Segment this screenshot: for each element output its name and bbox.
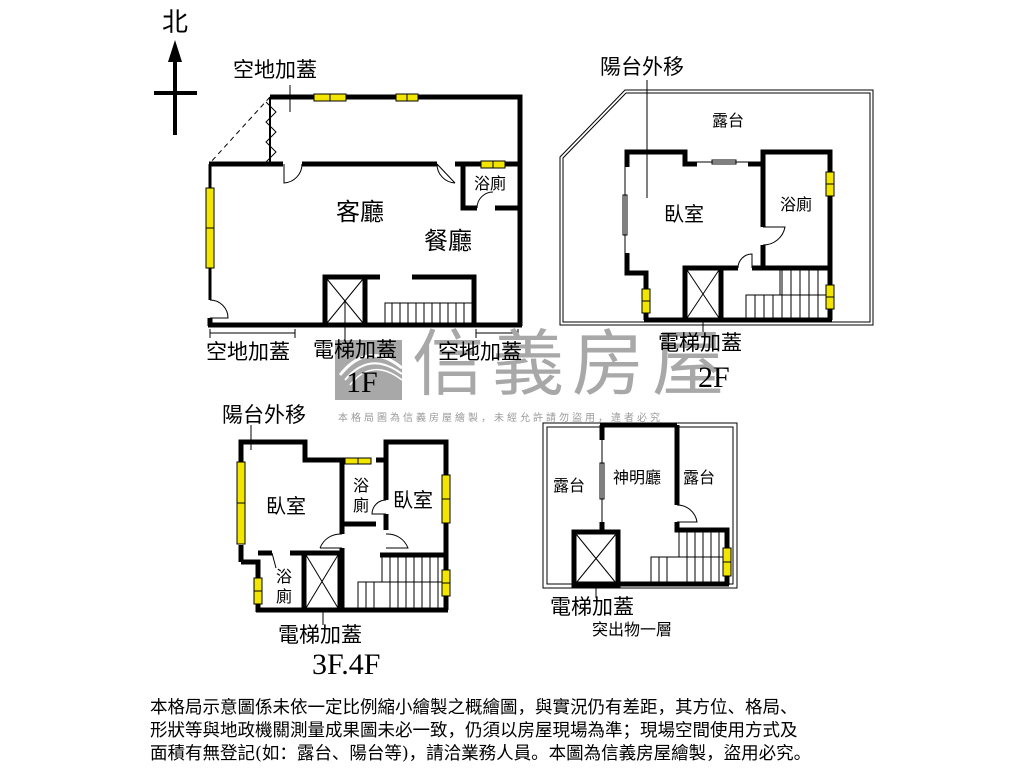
north-label: 北 xyxy=(162,8,189,38)
annotation-2f-elevator-addition: 電梯加蓋 xyxy=(658,331,742,355)
annotation-3f4f-elevator-addition: 電梯加蓋 xyxy=(278,623,362,647)
disclaimer-line-2: 形狀等與地政機關測量成果圖未必一致，仍須以房屋現場為準；現場空間使用方式及 xyxy=(150,721,798,741)
room-3f4f-bath-lower: 浴廁 xyxy=(276,567,293,606)
annotation-3f4f-balcony-moved: 陽台外移 xyxy=(222,403,306,427)
room-dining: 餐廳 xyxy=(424,227,472,255)
room-roof-terrace-left: 露台 xyxy=(553,476,586,495)
floor-label-2f: 2F xyxy=(698,361,730,394)
room-2f-bath: 浴廁 xyxy=(780,195,813,214)
room-roof-shrine: 神明廳 xyxy=(613,468,662,487)
annotation-2f-balcony-moved: 陽台外移 xyxy=(600,55,684,79)
floor-label-1f: 1F xyxy=(346,366,378,399)
floor-label-3f4f: 3F.4F xyxy=(312,648,381,681)
room-living: 客廳 xyxy=(336,198,384,226)
disclaimer-text: 本格局示意圖係未依一定比例縮小繪製之概繪圖，與實況仍有差距，其方位、格局、 形狀… xyxy=(150,697,890,766)
room-3f4f-bedroom-right: 臥室 xyxy=(393,488,433,512)
windows-2f xyxy=(641,171,835,314)
room-3f4f-bath-center: 浴廁 xyxy=(353,476,370,515)
windows-roof xyxy=(722,547,732,577)
disclaimer-line-3: 面積有無登記(如：露台、陽台等)，請洽業務人員。本圖為信義房屋繪製，盜用必究。 xyxy=(150,744,812,764)
watermark-notice: 本格局圖為信義房屋繪製，未經允許請勿盜用，違者必究 xyxy=(338,413,663,424)
brand-logo-icon xyxy=(335,340,403,400)
room-roof-terrace-right: 露台 xyxy=(683,468,716,487)
annotation-1f-bottom-right-addition: 空地加蓋 xyxy=(438,340,522,364)
annotation-1f-elevator-addition: 電梯加蓋 xyxy=(313,338,397,362)
room-1f-bath: 浴廁 xyxy=(474,174,507,193)
plan-roof xyxy=(542,422,738,598)
annotation-1f-bottom-left-addition: 空地加蓋 xyxy=(206,340,290,364)
floor-label-roof: 突出物一層 xyxy=(592,620,673,639)
north-arrow-icon xyxy=(154,40,197,135)
room-3f4f-bedroom-left: 臥室 xyxy=(266,494,306,518)
plan-3f4f xyxy=(238,425,449,625)
annotation-roof-elevator-addition: 電梯加蓋 xyxy=(550,595,634,619)
room-2f-bedroom: 臥室 xyxy=(664,202,704,226)
plan-1f xyxy=(207,85,523,340)
windows-3f4f xyxy=(236,457,451,605)
windows-1f xyxy=(205,93,506,269)
room-2f-terrace: 露台 xyxy=(712,111,745,130)
watermark-brand: 信義房屋 xyxy=(412,322,733,406)
annotation-1f-top-addition: 空地加蓋 xyxy=(233,58,317,82)
disclaimer-line-1: 本格局示意圖係未依一定比例縮小繪製之概繪圖，與實況仍有差距，其方位、格局、 xyxy=(150,698,798,718)
